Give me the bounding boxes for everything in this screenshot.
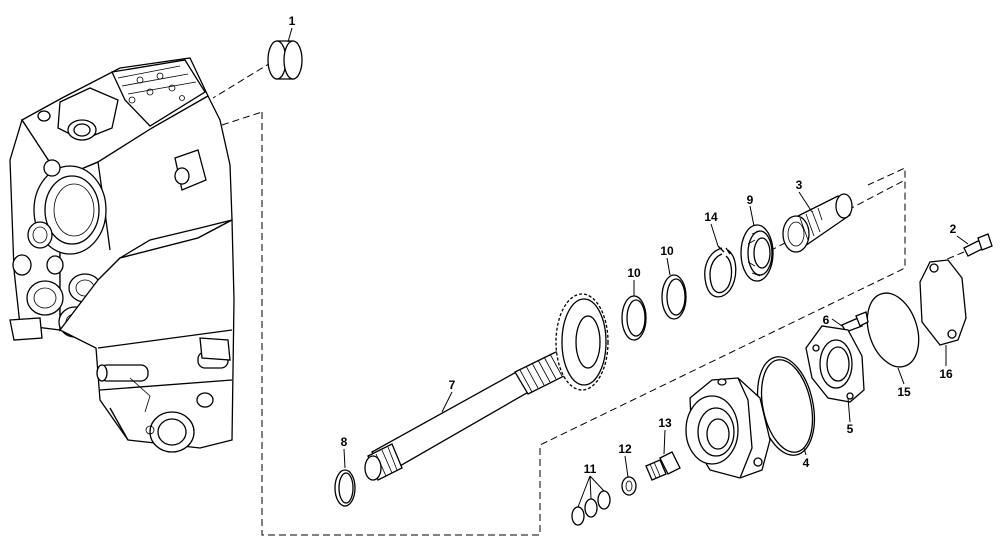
part-13-fitting [645, 451, 681, 481]
transmission-housing [9, 57, 235, 453]
part-14-circlip [704, 245, 737, 298]
part-1-plug-cap [267, 40, 303, 80]
part-6-bolt [841, 311, 869, 333]
callout-12: 12 [618, 442, 632, 456]
callout-10-b: 10 [660, 244, 674, 258]
callout-leaders [287, 27, 969, 508]
part-8-snap-ring [334, 469, 356, 507]
part-10-shim-ring-a [621, 295, 647, 341]
callout-4: 4 [803, 456, 810, 470]
pto-housing [685, 377, 771, 479]
callout-15: 15 [897, 385, 911, 399]
callout-14: 14 [704, 210, 718, 224]
callout-10-a: 10 [627, 266, 641, 280]
callout-9: 9 [747, 193, 754, 207]
callout-16: 16 [939, 367, 953, 381]
callout-labels: 1 2 3 4 5 6 7 8 9 10 10 11 12 13 14 15 1… [289, 14, 957, 476]
shaft-gear [555, 293, 609, 391]
callout-1: 1 [289, 14, 296, 28]
part-15-gasket [866, 292, 920, 368]
callout-8: 8 [341, 435, 348, 449]
callout-13: 13 [658, 416, 672, 430]
part-2-bolt [939, 233, 993, 263]
part-16-cover-plate [919, 259, 967, 346]
callout-6: 6 [823, 313, 830, 327]
callout-5: 5 [847, 422, 854, 436]
callout-11: 11 [584, 462, 597, 476]
part-9-roller-bearing [740, 224, 774, 282]
assembly-dashed-lines [212, 61, 906, 536]
part-3-splined-sleeve [782, 193, 853, 253]
part-5-seal-cover [805, 325, 865, 403]
callout-7: 7 [449, 378, 456, 392]
part-12-washer [621, 476, 637, 496]
callout-2: 2 [950, 222, 957, 236]
callout-3: 3 [796, 178, 803, 192]
part-10-shim-ring-b [661, 274, 687, 320]
